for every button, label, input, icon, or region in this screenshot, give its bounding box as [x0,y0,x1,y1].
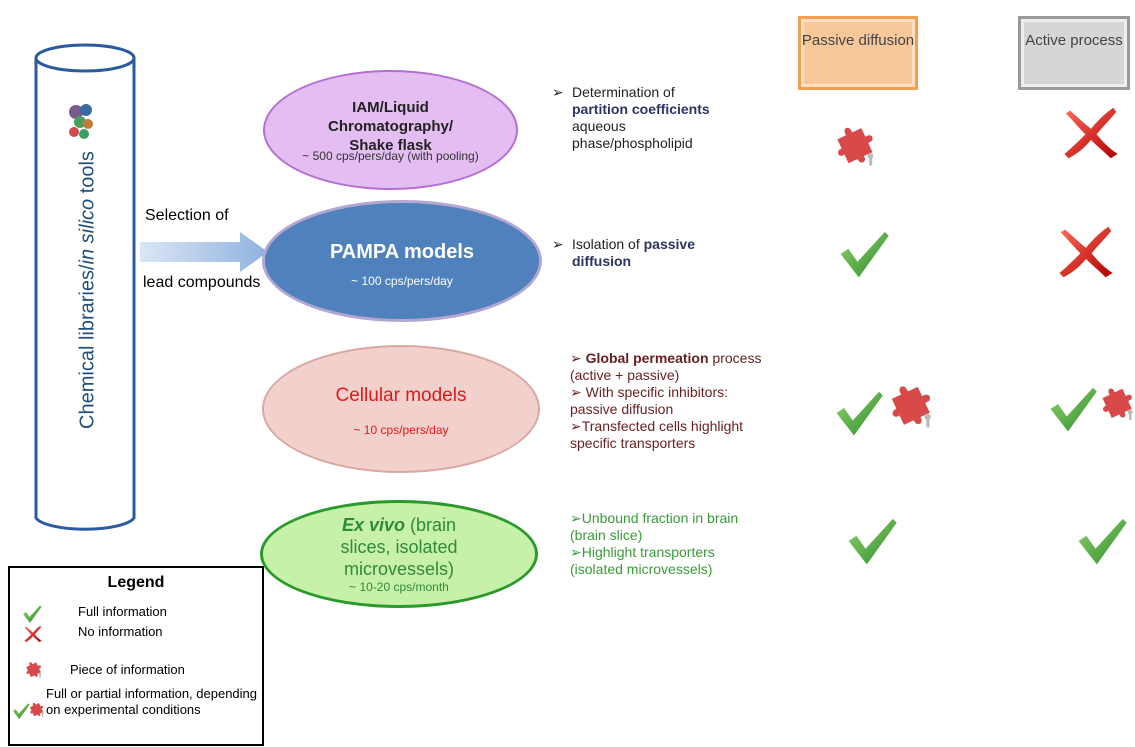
cross-icon [1058,224,1114,280]
exvivo-model-ellipse: Ex vivo (brain slices, isolated microves… [260,500,538,608]
chemical-library-cylinder [34,43,136,531]
puzzle-icon [886,378,938,430]
pampa-model-throughput: ~ 100 cps/pers/day [351,273,453,288]
cellular-description: ➢ Global permeation process (active + pa… [570,350,762,451]
iam-model-throughput: ~ 500 cps/pers/day (with pooling) [302,148,479,163]
legend-title: Legend [107,574,165,591]
legend-full-label: Full information [78,604,167,619]
active-process-header: Active process [1018,16,1130,90]
check-icon [1048,384,1098,434]
cellular-model-ellipse: Cellular models ~ 10 cps/pers/day [262,345,540,473]
cellular-model-throughput: ~ 10 cps/pers/day [353,423,449,437]
check-icon [22,604,42,624]
pampa-model-title: PAMPA models [329,240,475,263]
chemical-libraries-label: Chemical libraries/in silico tools [76,151,99,429]
legend-piece-label: Piece of information [70,662,185,677]
pampa-description: ➢ Isolation of passive diffusion [552,236,695,269]
iam-description: ➢ Determination of partition coefficient… [552,84,710,151]
cross-icon [24,625,42,643]
arrow-top-text: Selection of [145,207,229,224]
legend-partial-label: Full or partial information, depending o… [46,686,258,717]
puzzle-icon [832,120,880,168]
protein-structure-icon [69,104,93,139]
check-icon [846,515,898,567]
check-icon [838,228,890,280]
legend-box: Legend Full information No information P… [8,566,264,746]
iam-model-title: IAM/Liquid Chromatography/ Shake flask [327,98,453,154]
check-icon [834,388,884,438]
puzzle-icon [28,700,46,718]
cross-icon [1063,105,1119,161]
exvivo-model-throughput: ~ 10-20 cps/month [349,580,449,594]
legend-none-label: No information [78,624,163,639]
puzzle-icon [24,659,44,679]
selection-arrow [140,232,268,272]
exvivo-model-title: Ex vivo (brain slices, isolated microves… [340,515,458,579]
passive-diffusion-header: Passive diffusion [798,16,918,90]
iam-model-ellipse: IAM/Liquid Chromatography/ Shake flask ~… [263,70,518,190]
check-icon [1076,515,1128,567]
puzzle-icon [1098,376,1135,428]
pampa-model-ellipse: PAMPA models ~ 100 cps/pers/day [262,200,542,322]
exvivo-description: ➢Unbound fraction in brain (brain slice)… [570,510,739,577]
cellular-model-title: Cellular models [335,385,467,406]
arrow-bottom-text: lead compounds [143,274,261,291]
